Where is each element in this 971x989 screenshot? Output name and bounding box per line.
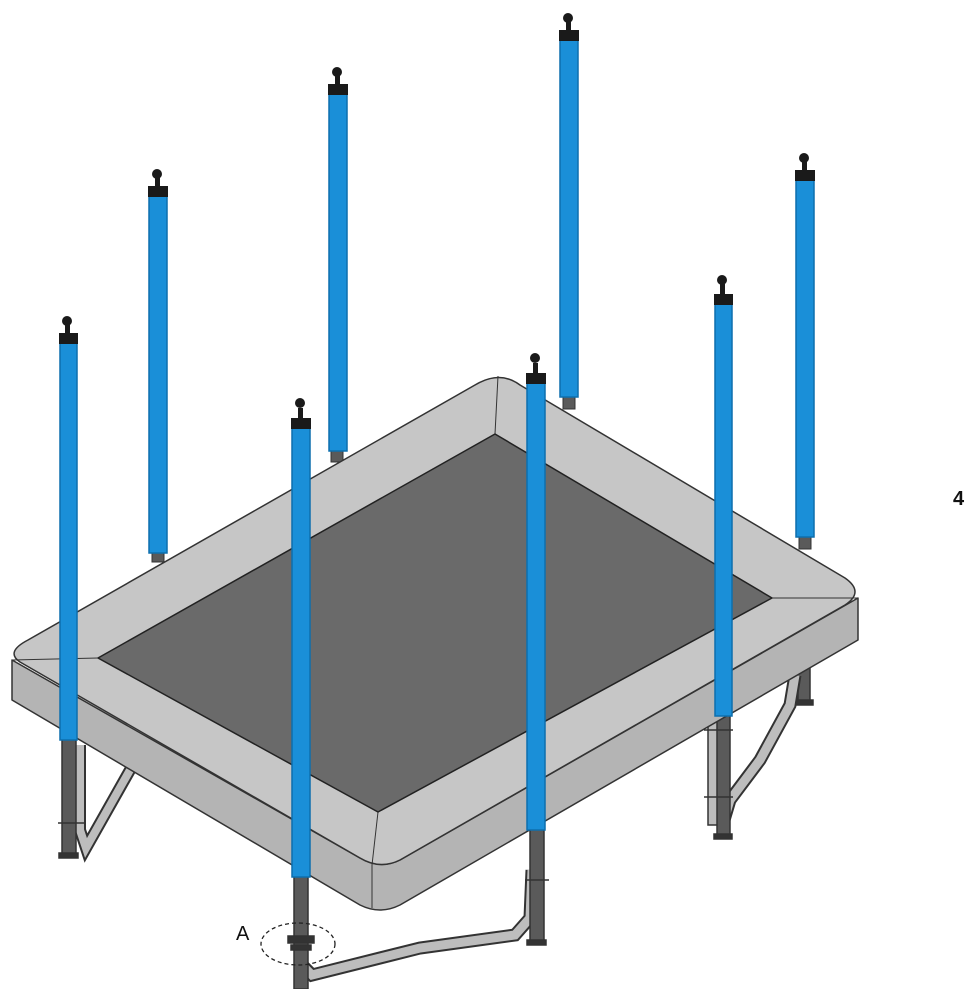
pole-rear-4 [795, 153, 815, 550]
callout-label-a: A [236, 923, 250, 945]
trampoline-pad [11, 375, 859, 911]
jumping-mat [97, 433, 773, 813]
pole-right-front [714, 275, 733, 717]
leg-frame [58, 649, 814, 863]
left-front-leg [58, 737, 86, 859]
callout-a-circle [260, 922, 336, 966]
pole-front-center [291, 398, 311, 878]
pole-front-left [59, 316, 78, 741]
rear-poles [148, 13, 815, 563]
left-u-bar [74, 745, 136, 863]
front-frame [260, 827, 549, 989]
step-number: 4 [953, 488, 965, 510]
right-front-leg [704, 714, 733, 840]
pole-rear-1 [148, 169, 168, 563]
pole-front-right [526, 353, 546, 831]
front-poles [59, 275, 733, 878]
pole-rear-3 [559, 13, 579, 410]
pole-rear-2 [328, 67, 348, 463]
